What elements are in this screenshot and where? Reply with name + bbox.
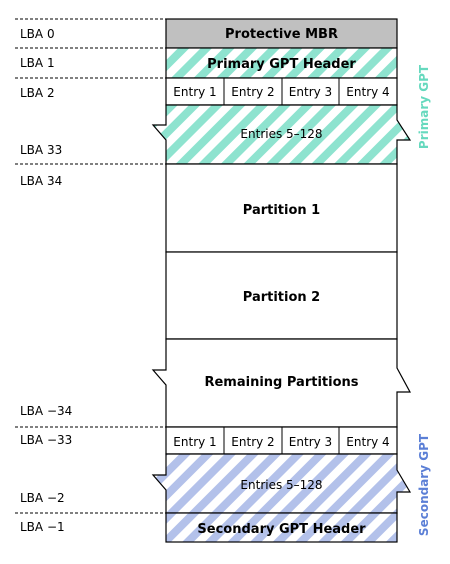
primary-gpt-header-block bbox=[165, 47, 398, 79]
remaining-partitions-label: Remaining Partitions bbox=[204, 375, 358, 390]
primary-gpt-header-label: Primary GPT Header bbox=[207, 57, 356, 72]
lba-separators bbox=[15, 18, 166, 514]
secondary-entry-3: Entry 3 bbox=[289, 435, 332, 449]
primary-entry-1: Entry 1 bbox=[173, 85, 216, 99]
protective-mbr-label: Protective MBR bbox=[225, 27, 338, 42]
lba-34-label: LBA 34 bbox=[20, 174, 62, 188]
lba-minus-34-label: LBA −34 bbox=[20, 404, 72, 418]
lba-minus-1-label: LBA −1 bbox=[20, 520, 65, 534]
primary-entry-4: Entry 4 bbox=[346, 85, 389, 99]
lba-2-label: LBA 2 bbox=[20, 86, 55, 100]
lba-minus-2-label: LBA −2 bbox=[20, 491, 65, 505]
primary-entries-rest-label: Entries 5–128 bbox=[240, 127, 322, 141]
secondary-gpt-side-label: Secondary GPT bbox=[417, 433, 431, 536]
secondary-entry-1: Entry 1 bbox=[173, 435, 216, 449]
lba-0-label: LBA 0 bbox=[20, 27, 55, 41]
primary-entry-2: Entry 2 bbox=[231, 85, 274, 99]
partition-1-label: Partition 1 bbox=[243, 203, 320, 218]
secondary-gpt-header-label: Secondary GPT Header bbox=[197, 522, 366, 537]
lba-1-label: LBA 1 bbox=[20, 56, 55, 70]
secondary-gpt-header-block bbox=[165, 512, 398, 543]
secondary-entries-rest-label: Entries 5–128 bbox=[240, 478, 322, 492]
primary-gpt-side-label: Primary GPT bbox=[417, 64, 431, 149]
partition-2-label: Partition 2 bbox=[243, 290, 320, 305]
secondary-entry-2: Entry 2 bbox=[231, 435, 274, 449]
partition-2-block bbox=[165, 251, 398, 340]
lba-33-label: LBA 33 bbox=[20, 143, 62, 157]
lba-minus-33-label: LBA −33 bbox=[20, 433, 72, 447]
secondary-entry-4: Entry 4 bbox=[346, 435, 389, 449]
primary-entry-3: Entry 3 bbox=[289, 85, 332, 99]
